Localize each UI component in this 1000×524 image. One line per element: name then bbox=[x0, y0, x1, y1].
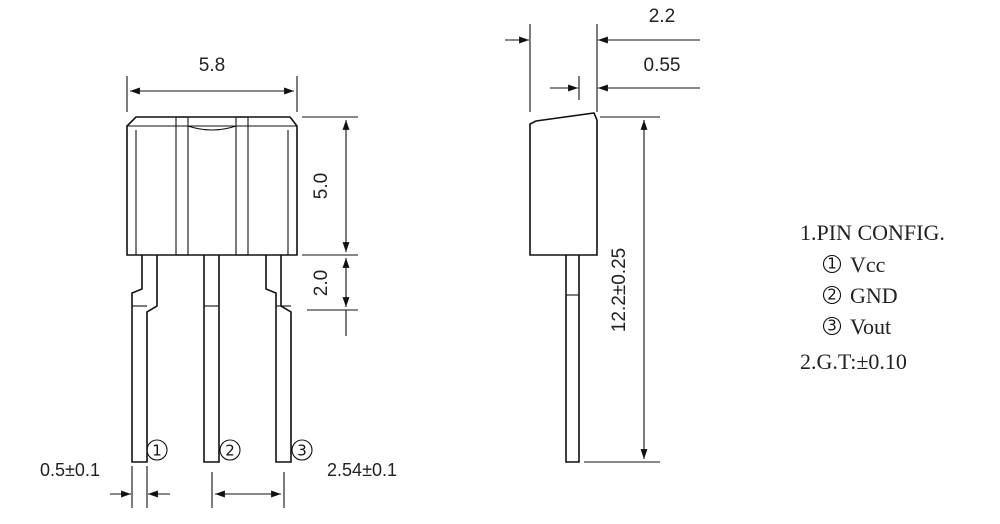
dim-body-width: 5.8 bbox=[126, 55, 298, 112]
note-pin-config-title: 1.PIN CONFIG. bbox=[800, 220, 945, 245]
front-view: 1 2 3 5.8 5.0 2.0 bbox=[40, 55, 397, 508]
body-rib-right bbox=[235, 116, 249, 256]
side-view: 2.2 0.55 12.2±0.25 bbox=[505, 6, 700, 463]
lead-3 bbox=[265, 255, 292, 463]
front-body-outline bbox=[126, 116, 298, 256]
dim-pin-pitch-label: 2.54±0.1 bbox=[327, 460, 397, 480]
dim-side-offset-label: 0.55 bbox=[644, 55, 681, 76]
side-lead bbox=[565, 255, 580, 463]
dim-pin-pitch: 2.54±0.1 bbox=[211, 460, 397, 508]
svg-text:3: 3 bbox=[297, 442, 307, 460]
notes-block: 1.PIN CONFIG. 1 Vcc 2 GND 3 Vout 2.G.T:±… bbox=[800, 220, 945, 374]
note-tolerance: 2.G.T:±0.10 bbox=[800, 349, 907, 374]
svg-text:1: 1 bbox=[152, 442, 162, 460]
dim-side-thickness: 2.2 bbox=[505, 6, 700, 112]
svg-text:2: 2 bbox=[225, 442, 235, 460]
svg-text:2: 2 bbox=[827, 286, 837, 304]
note-pin3: Vout bbox=[850, 314, 891, 339]
dim-side-thickness-label: 2.2 bbox=[649, 6, 675, 27]
body-rib-left bbox=[175, 116, 189, 256]
dim-body-width-label: 5.8 bbox=[199, 55, 225, 76]
note-pin2: GND bbox=[850, 283, 898, 308]
pin-2-marker: 2 bbox=[219, 439, 241, 461]
dim-total-length: 12.2±0.25 bbox=[584, 116, 660, 463]
pin-1-marker: 1 bbox=[146, 439, 168, 461]
lead-1 bbox=[131, 255, 158, 463]
dim-body-height-label: 5.0 bbox=[311, 173, 332, 199]
dim-side-offset: 0.55 bbox=[550, 55, 700, 100]
note-pin1: Vcc bbox=[850, 252, 886, 277]
side-body-outline bbox=[529, 112, 598, 256]
dim-total-length-label: 12.2±0.25 bbox=[609, 248, 630, 332]
dim-body-height: 5.0 2.0 bbox=[302, 116, 358, 336]
pin-3-marker: 3 bbox=[291, 439, 313, 461]
dim-lead-shoulder-label: 2.0 bbox=[311, 270, 332, 296]
svg-text:3: 3 bbox=[827, 317, 837, 335]
svg-text:1: 1 bbox=[827, 255, 837, 273]
lead-2 bbox=[203, 255, 220, 463]
dim-lead-width: 0.5±0.1 bbox=[40, 460, 170, 508]
dim-lead-width-label: 0.5±0.1 bbox=[40, 460, 100, 480]
